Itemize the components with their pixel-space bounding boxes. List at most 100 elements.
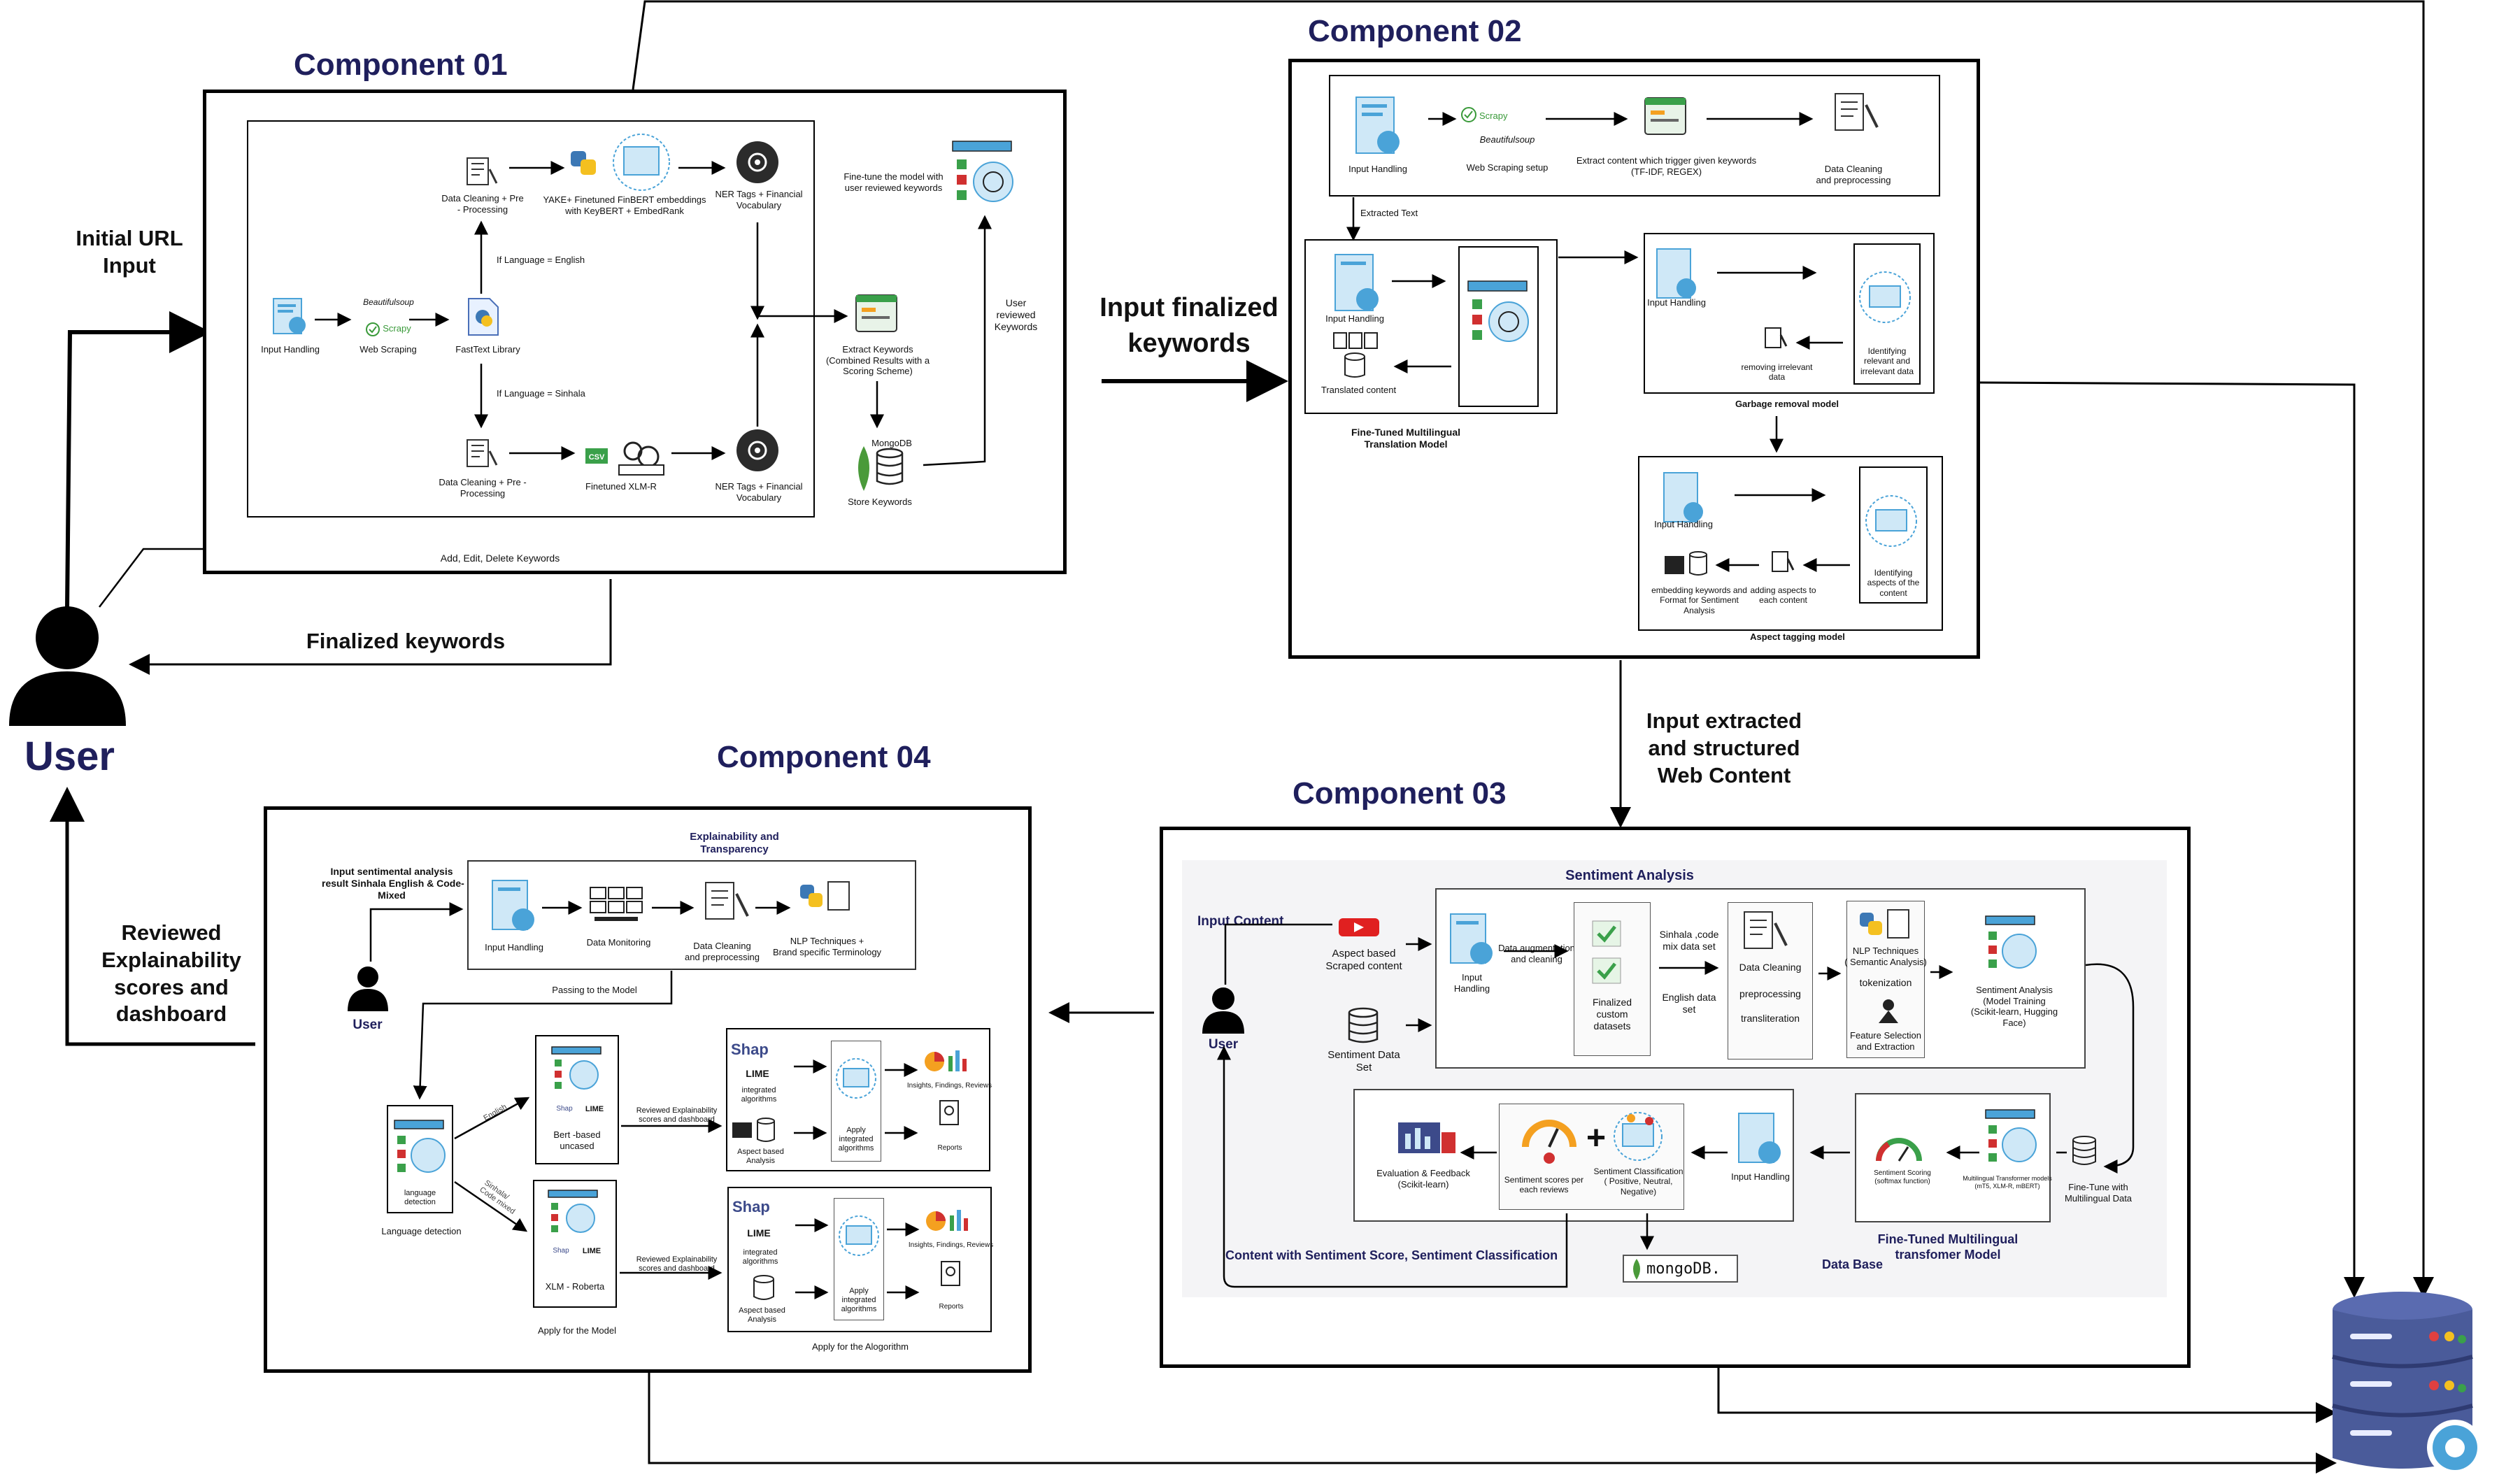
c2-translation-model-icon (1465, 280, 1532, 357)
c4-bert: Bert -based uncased (553, 1129, 601, 1151)
c2-tr-input-icon (1332, 252, 1381, 318)
c3-database: Data Base (1822, 1257, 1884, 1271)
c4-algo1-reports-icon (937, 1098, 965, 1131)
c3-sentiment-scoring: Sentiment Scoring (softmax function) (1874, 1169, 1931, 1185)
c2-aspect-box (1638, 456, 1943, 631)
c4-algo2-lime: LIME (747, 1227, 771, 1239)
youtube-icon (1337, 914, 1381, 944)
c4-algo2-aspect: Aspect based Analysis (739, 1306, 785, 1325)
component-04-title: Component 04 (717, 740, 931, 774)
c4-algo1-shap: Shap (731, 1041, 769, 1058)
c2-garbage-box (1644, 233, 1935, 394)
c2-garbage-input-handling: Input Handling (1647, 297, 1706, 308)
c2-aspect-brain-icon (1863, 493, 1919, 552)
c3-model-training: Sentiment Analysis (Model Training (Scik… (1970, 985, 2058, 1028)
c4-algo1-apply-icon (834, 1056, 878, 1104)
c3-input-handling-icon (1448, 911, 1497, 971)
c4-input-result: Input sentimental analysis result Sinhal… (322, 866, 464, 901)
c4-explainability: Explainability and Transparency (690, 831, 779, 855)
c3-aspect-scraped: Aspect based Scraped content (1325, 948, 1402, 972)
c3-classification-icon (1610, 1108, 1666, 1168)
c4-algo2-reports-icon (939, 1259, 967, 1292)
c3-preprocessing: preprocessing (1739, 988, 1801, 999)
c4-algo1-apply: Apply integrated algorithms (838, 1126, 874, 1153)
c1-finetune: Fine-tune the model with user reviewed k… (843, 171, 944, 193)
c4-input-handling-icon (490, 878, 539, 937)
flow-input-extracted: Input extracted and structured Web Conte… (1646, 708, 1802, 787)
flow-input-finalized-keywords: Input finalized keywords (1099, 293, 1279, 359)
c4-data-cleaning: Data Cleaning and preprocessing (685, 941, 760, 962)
c3-cleaning-icon (1742, 909, 1791, 956)
scrapy-check-icon (365, 322, 380, 341)
c4-xlm-lime: LIME (582, 1247, 601, 1255)
c1-scrapy: Scrapy (383, 323, 411, 334)
c1-cleaning-bottom: Data Cleaning + Pre - Processing (439, 477, 527, 499)
c4-language-detection: Language detection (381, 1226, 462, 1236)
c1-user-reviewed: User reviewed Keywords (994, 297, 1038, 332)
component-04 (264, 806, 1032, 1373)
c2-tr-input-handling: Input Handling (1325, 313, 1384, 324)
c3-input-handling2-icon (1736, 1111, 1785, 1170)
flow-initial-url: Initial URL Input (76, 226, 183, 278)
c4-xlm-panel (533, 1180, 617, 1308)
c3-input-handling: Input Handling (1453, 972, 1490, 994)
c3-check-icon-1 (1591, 920, 1622, 951)
c3-model-training-icon (1983, 915, 2039, 981)
c2-web-scraping-setup: Web Scraping setup (1466, 162, 1549, 173)
c2-translated-icon (1332, 331, 1381, 384)
c1-web-scraping: Web Scraping (360, 344, 417, 355)
c1-extract-icon (855, 294, 898, 336)
c2-removing-irrelevant: removing irrelevant data (1741, 362, 1813, 383)
c4-algo2-shap: Shap (732, 1198, 770, 1215)
c1-add-edit: Add, Edit, Delete Keywords (440, 552, 560, 564)
c2-garbage-input-icon (1654, 246, 1699, 304)
c4-algo2-apply-panel (834, 1198, 884, 1320)
c3-nlp-icon (1857, 906, 1913, 946)
c4-passing: Passing to the Model (552, 985, 637, 995)
mongodb-logo: mongoDB. (1623, 1255, 1738, 1283)
c3-plus-sign: + (1586, 1120, 1607, 1157)
c3-mongodb: mongoDB. (1646, 1260, 1721, 1278)
c4-lang-detect-panel (387, 1105, 453, 1213)
c4-user-icon (346, 965, 390, 1016)
c3-evaluation: Evaluation & Feedback (Scikit-learn) (1376, 1168, 1470, 1190)
c4-apply-model: Apply for the Model (537, 1325, 616, 1336)
c1-mongodb-icon (850, 439, 927, 499)
c3-transformer-model: Fine-Tuned Multilingual transfomer Model (1877, 1232, 2019, 1262)
c4-nlp-icon (797, 878, 853, 918)
c3-english-data: English data set (1662, 992, 1716, 1015)
c3-scores-icon (1521, 1112, 1577, 1171)
c4-algo-box-1 (726, 1028, 990, 1171)
c1-mongodb: MongoDB (871, 438, 912, 448)
c4-algo2-insights-icon (925, 1203, 974, 1237)
c4-bert-lime: LIME (585, 1105, 604, 1113)
c1-ner-bottom-icon (735, 428, 780, 476)
c4-cleaning-icon (703, 880, 752, 927)
c1-input-handling-label: Input Handling (261, 344, 320, 355)
c2-extract-content: Extract content which trigger given keyw… (1576, 155, 1757, 177)
c4-algo2-db-icon (750, 1274, 778, 1306)
c1-xlmr: Finetuned XLM-R (585, 481, 657, 492)
user-label: User (24, 734, 115, 779)
c3-feature-selection: Feature Selection and Extraction (1850, 1030, 1921, 1052)
component-02-title: Component 02 (1308, 14, 1522, 48)
c2-translation-box (1304, 239, 1558, 414)
c1-finetune-icon (950, 140, 1016, 217)
c4-monitoring-icon (588, 885, 647, 932)
c1-store: Store Keywords (848, 497, 912, 507)
c4-lang-detect-small: language detection (404, 1189, 436, 1207)
c2-aspect-input-handling: Input Handling (1654, 519, 1713, 529)
c4-explainability-box (467, 860, 916, 970)
c4-algo1-lime: LIME (746, 1068, 769, 1079)
c4-algo2-apply: Apply integrated algorithms (841, 1287, 877, 1314)
c3-sentiment-db-icon (1346, 1007, 1380, 1048)
c3-nlp-box (1846, 901, 1925, 1058)
c4-algo-box-2 (727, 1187, 992, 1332)
c3-check-icon-2 (1591, 957, 1622, 988)
c2-translation-model: Fine-Tuned Multilingual Translation Mode… (1351, 427, 1461, 450)
c3-data-cleaning: Data Cleaning (1739, 962, 1802, 973)
c2-beautifulsoup: Beautifulsoup (1479, 134, 1535, 145)
